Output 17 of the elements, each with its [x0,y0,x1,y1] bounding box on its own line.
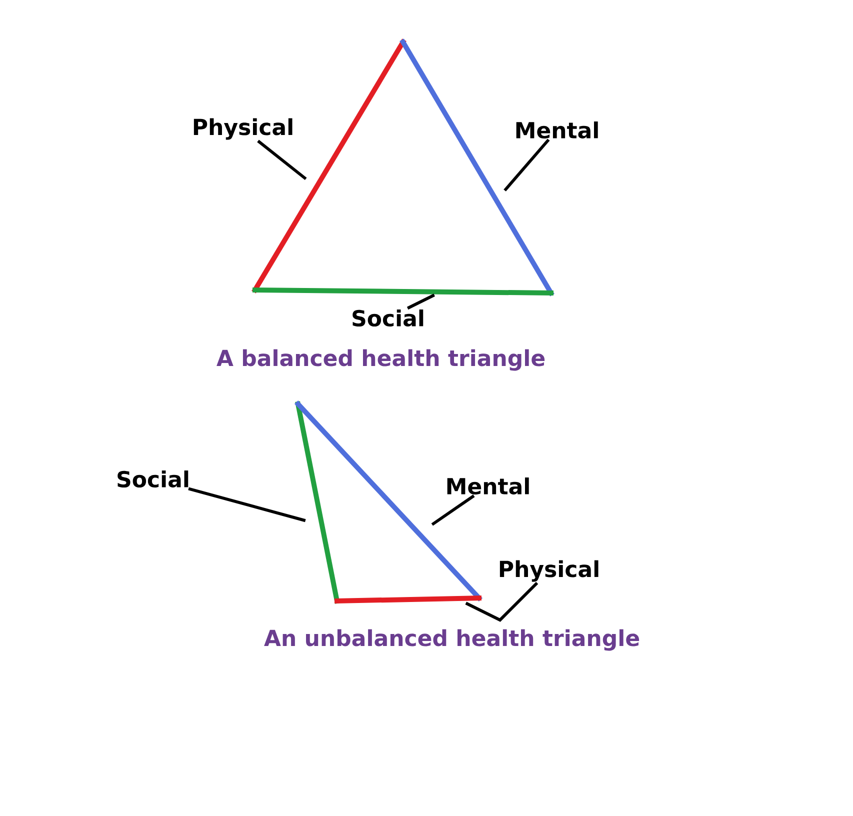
leader-line [465,582,538,622]
side-label: Social [352,309,424,326]
triangle-side [334,595,482,604]
caption: A balanced health triangle [216,349,545,371]
side-label: Physical [194,118,292,140]
caption: An unbalanced health triangle [264,629,640,651]
side-label: Mental [516,121,598,138]
triangle-side [252,287,554,296]
side-label: Physical [500,560,598,582]
side-label: Social [118,470,188,488]
triangle-side [295,401,340,604]
side-label: Mental [447,477,529,494]
leader-line [504,138,550,192]
leader-line [188,487,306,522]
leader-line [257,140,307,180]
leader-line [431,494,475,526]
leader-line [406,294,435,310]
